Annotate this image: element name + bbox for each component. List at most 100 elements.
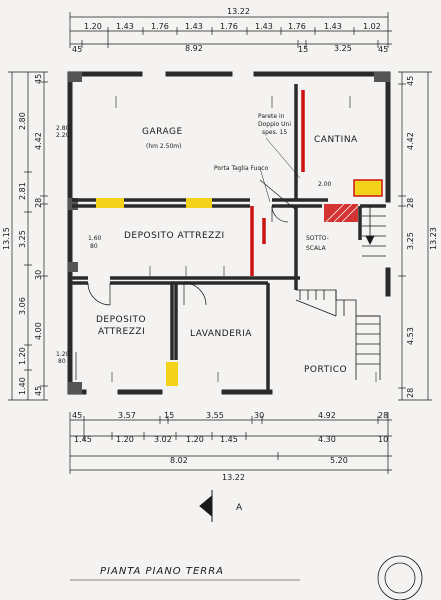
svg-text:4.42: 4.42 [34, 132, 43, 150]
svg-text:1.02: 1.02 [363, 22, 381, 31]
section-marker-icon [199, 490, 213, 522]
note-porta: Porta Taglia Fuoco [214, 165, 268, 172]
wall-hatch [68, 72, 390, 394]
red-hatch [324, 203, 359, 223]
svg-text:1.20: 1.20 [186, 435, 204, 444]
svg-text:5.20: 5.20 [330, 456, 348, 465]
bottom-dims-row1: 45 3.57 15 3.55 30 4.92 28 [72, 411, 388, 420]
svg-text:1.43: 1.43 [116, 22, 134, 31]
svg-text:1.45: 1.45 [220, 435, 238, 444]
svg-text:28: 28 [34, 198, 43, 208]
svg-text:28: 28 [406, 388, 415, 398]
svg-text:3.25: 3.25 [334, 44, 352, 53]
bottom-dims-row3: 8.02 5.20 [170, 456, 348, 465]
room-label-cantina: CANTINA [314, 135, 358, 145]
section-letter: A [236, 503, 243, 513]
svg-text:1.20: 1.20 [116, 435, 134, 444]
svg-text:4.30: 4.30 [318, 435, 336, 444]
svg-text:45: 45 [406, 76, 415, 86]
svg-text:3.57: 3.57 [118, 411, 136, 420]
room-label-portico: PORTICO [304, 365, 347, 375]
room-label-deposito-2b: ATTREZZI [98, 327, 145, 337]
cantina-side-dim: 2.00 [318, 181, 332, 188]
top-dims-row2: 45 8.92 15 3.25 45 [72, 44, 388, 54]
bottom-total-dim: 13.22 [222, 473, 245, 482]
svg-text:1.20: 1.20 [18, 347, 27, 365]
room-label-deposito-2a: DEPOSITO [96, 315, 146, 325]
svg-text:45: 45 [72, 411, 82, 420]
bottom-dims-row2: 1.45 1.20 3.02 1.20 1.45 4.30 10 [74, 435, 388, 444]
svg-text:10: 10 [378, 435, 388, 444]
note-parete-a: Parete in [258, 113, 285, 120]
garage-side-dim: 2.80 [56, 125, 70, 132]
svg-text:1.43: 1.43 [255, 22, 273, 31]
svg-text:3.02: 3.02 [154, 435, 172, 444]
svg-text:2.80: 2.80 [18, 112, 27, 130]
svg-text:30: 30 [254, 411, 264, 420]
door-swings [75, 179, 297, 380]
svg-text:4.42: 4.42 [406, 132, 415, 150]
drawing-title: PIANTA PIANO TERRA [100, 566, 224, 577]
room-label-sottoscala-a: SOTTO- [306, 235, 329, 242]
yellow-markers [96, 179, 383, 386]
left-dims-row2: 45 4.42 28 30 4.00 45 [34, 74, 43, 396]
svg-text:4.92: 4.92 [318, 411, 336, 420]
svg-text:3.25: 3.25 [406, 232, 415, 250]
svg-text:45: 45 [72, 45, 82, 54]
svg-text:15: 15 [298, 45, 308, 54]
svg-text:1.76: 1.76 [151, 22, 169, 31]
top-dims-row1: 1.20 1.43 1.76 1.43 1.76 1.43 1.76 1.43 … [84, 22, 381, 31]
svg-text:3.25: 3.25 [18, 230, 27, 248]
svg-text:1.43: 1.43 [185, 22, 203, 31]
interior-walls [72, 84, 386, 390]
right-dims-row1: 45 4.42 28 3.25 4.53 28 [406, 76, 415, 398]
room-label-sottoscala-b: SCALA [306, 245, 327, 252]
room-label-deposito-1: DEPOSITO ATTREZZI [124, 231, 225, 241]
svg-text:1.76: 1.76 [288, 22, 306, 31]
svg-text:1.76: 1.76 [220, 22, 238, 31]
right-dimensions [398, 71, 432, 401]
red-walls [250, 90, 305, 276]
svg-text:15: 15 [164, 411, 174, 420]
svg-text:1.40: 1.40 [18, 377, 27, 395]
garage-side-dim-2: 2.20 [56, 132, 70, 139]
svg-text:2.81: 2.81 [18, 182, 27, 200]
left-dimensions [8, 71, 48, 401]
top-total-dim: 13.22 [227, 7, 250, 16]
right-total-dim: 13.23 [429, 227, 438, 250]
svg-text:45: 45 [34, 74, 43, 84]
top-dimensions [69, 12, 392, 48]
svg-text:45: 45 [378, 45, 388, 54]
dep-side-dim: 1.60 [88, 235, 102, 242]
svg-text:30: 30 [34, 270, 43, 280]
dep2-side-dim-2: 80 [58, 358, 66, 365]
svg-text:28: 28 [378, 411, 388, 420]
room-label-lavanderia: LAVANDERIA [190, 329, 252, 339]
svg-text:3.55: 3.55 [206, 411, 224, 420]
note-parete-c: spes. 15 [262, 129, 287, 136]
svg-text:1.20: 1.20 [84, 22, 102, 31]
left-dims-row1: 2.80 2.81 3.25 3.06 1.20 1.40 [18, 112, 27, 395]
note-parete-b: Doppio Uni [258, 121, 291, 128]
svg-text:8.92: 8.92 [185, 44, 203, 53]
svg-text:45: 45 [34, 386, 43, 396]
note-leaders [259, 137, 301, 203]
bottom-dimensions [69, 412, 392, 474]
svg-text:1.43: 1.43 [324, 22, 342, 31]
svg-text:1.45: 1.45 [74, 435, 92, 444]
stamp-icon [377, 555, 423, 600]
outer-walls [67, 71, 391, 395]
dep2-side-dim: 1.20 [56, 351, 70, 358]
svg-text:8.02: 8.02 [170, 456, 188, 465]
garage-height: (hm 2.50m) [146, 143, 181, 150]
svg-text:4.00: 4.00 [34, 322, 43, 340]
svg-text:4.53: 4.53 [406, 327, 415, 345]
room-label-garage: GARAGE [142, 127, 183, 137]
left-total-dim: 13.15 [2, 227, 11, 250]
stairs [295, 206, 386, 380]
dep-side-dim-2: 80 [90, 243, 98, 250]
svg-text:3.06: 3.06 [18, 297, 27, 315]
interior-dim-marks [111, 96, 377, 382]
svg-text:28: 28 [406, 198, 415, 208]
